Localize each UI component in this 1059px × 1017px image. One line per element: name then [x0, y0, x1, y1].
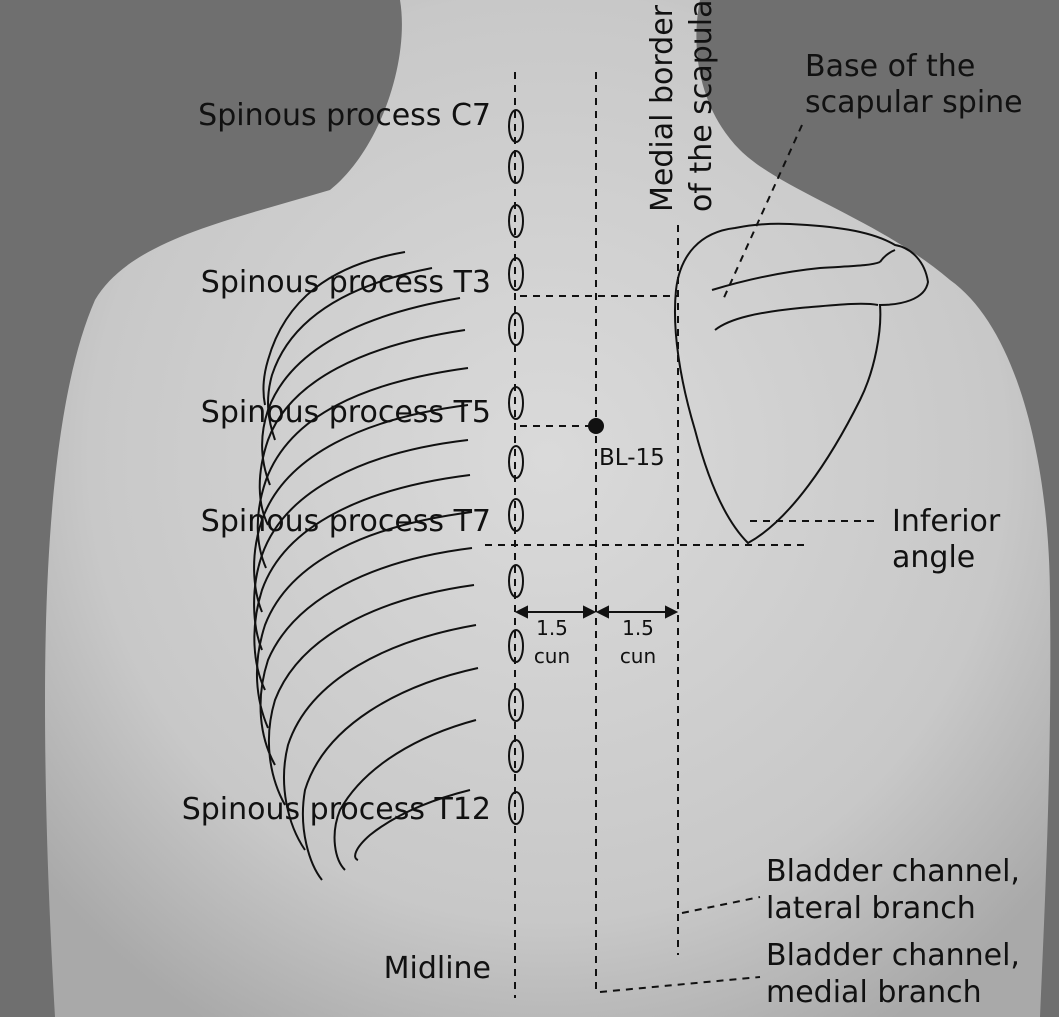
label-medial-border-2: of the scapula: [684, 0, 719, 212]
label-t7: Spinous process T7: [200, 504, 491, 539]
label-c7: Spinous process C7: [198, 98, 491, 133]
label-lateral-branch-2: lateral branch: [766, 891, 976, 926]
label-base-spine-2: scapular spine: [805, 85, 1023, 120]
label-midline: Midline: [383, 951, 491, 986]
rib-cage: [253, 251, 479, 881]
body-silhouette: [45, 0, 1051, 1017]
lateral-branch-leader: [681, 896, 761, 914]
label-lateral-branch-1: Bladder channel,: [766, 854, 1020, 889]
guide-lines: [485, 72, 878, 998]
label-inferior-2: angle: [892, 540, 976, 575]
bl15-point: [588, 418, 604, 434]
label-medial-branch-2: medial branch: [766, 975, 982, 1010]
label-cun-left-value: 1.5: [536, 616, 568, 640]
label-t3: Spinous process T3: [200, 265, 491, 300]
scapular-spine-leader: [721, 124, 803, 303]
label-cun-right-value: 1.5: [622, 616, 654, 640]
medial-branch-leader: [599, 976, 761, 993]
label-cun-right-unit: cun: [619, 644, 657, 668]
label-base-spine-1: Base of the: [805, 49, 976, 84]
scapula-outline: [673, 222, 930, 545]
label-t12: Spinous process T12: [181, 792, 491, 827]
label-cun-left-unit: cun: [533, 644, 571, 668]
label-t5: Spinous process T5: [200, 395, 491, 430]
cun-arrows: [514, 605, 679, 619]
label-inferior-1: Inferior: [892, 504, 1001, 539]
label-bl15: BL-15: [599, 445, 665, 471]
label-medial-border-1: Medial border: [645, 4, 680, 212]
label-medial-branch-1: Bladder channel,: [766, 938, 1020, 973]
